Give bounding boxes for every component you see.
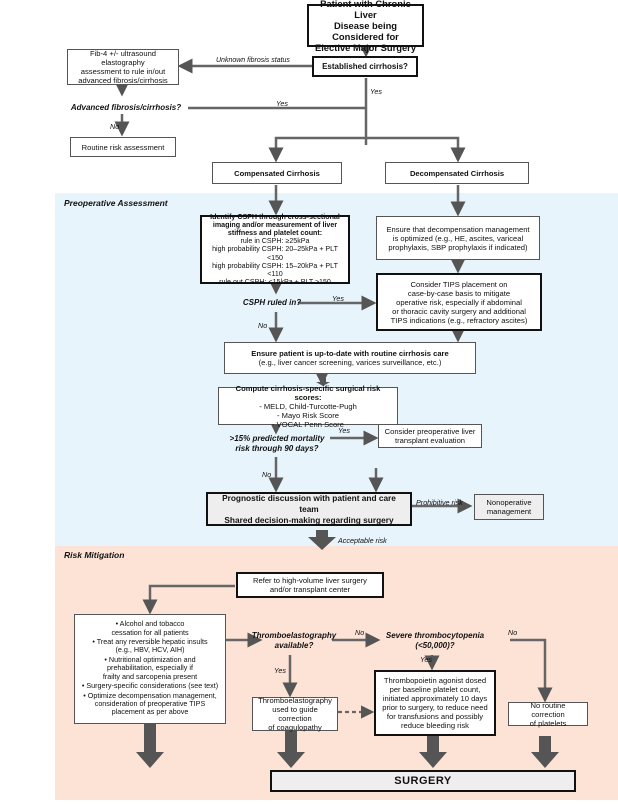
established-yes-label: Yes <box>370 87 382 96</box>
routine-risk-box: Routine risk assessment <box>70 137 176 157</box>
surgery-box: SURGERY <box>270 770 576 792</box>
risk-scores-box: Compute cirrhosis-specific surgical risk… <box>218 384 398 429</box>
decomp-management-box: Ensure that decompensation management is… <box>376 216 540 260</box>
start-box: Patient with Chronic Liver Disease being… <box>307 0 424 53</box>
unknown-status-label: Unknown fibrosis status <box>216 57 290 64</box>
advanced-yes-label: Yes <box>276 99 288 108</box>
transplant-eval-box: Consider preoperative liver transplant e… <box>378 424 482 448</box>
advanced-fibrosis-question: Advanced fibrosis/cirrhosis? <box>70 103 182 112</box>
decompensated-box: Decompensated Cirrhosis <box>385 162 529 184</box>
thrombo-yes-label: Yes <box>420 655 432 664</box>
acceptable-risk-label: Acceptable risk <box>338 536 387 545</box>
risk-section-title: Risk Mitigation <box>64 550 125 560</box>
csph-box: Identify CSPH through cross-sectional im… <box>200 213 350 286</box>
teg-question: Thromboelastography available? <box>251 631 337 650</box>
thrombo-no-label: No <box>508 628 518 637</box>
refer-box: Refer to high-volume liver surgery and/o… <box>236 572 384 598</box>
prognostic-box: Prognostic discussion with patient and c… <box>206 492 412 526</box>
csph-question: CSPH ruled in? <box>242 298 302 307</box>
compensated-box: Compensated Cirrhosis <box>212 162 342 184</box>
mortality-no-label: No <box>262 470 272 479</box>
prohibitive-risk-label: Prohibitive risk <box>416 498 463 507</box>
teg-box: Thromboelastography used to guide correc… <box>252 696 338 732</box>
mortality-yes-label: Yes <box>338 426 350 435</box>
thrombocytopenia-question: Severe thrombocytopenia (<50,000)? <box>385 631 485 650</box>
fib4-box: Fib-4 +/- ultrasound elastography assess… <box>67 49 179 85</box>
tpo-agonist-box: Thrombopoietin agonist dosed per baselin… <box>374 670 496 736</box>
tips-box: Consider TIPS placement on case-by-case … <box>376 273 542 331</box>
teg-yes-label: Yes <box>274 666 286 675</box>
nonoperative-box: Nonoperative management <box>474 494 544 520</box>
bullet-surgery-specific: • Surgery-specific considerations (see t… <box>81 681 219 691</box>
uptodate-box: Ensure patient is up-to-date with routin… <box>224 342 476 374</box>
advanced-no-label: No <box>110 122 120 131</box>
bullet-hepatic-insults: • Treat any reversible hepatic insults(e… <box>92 637 208 655</box>
csph-yes-label: Yes <box>332 294 344 303</box>
preop-section-title: Preoperative Assessment <box>64 198 168 208</box>
established-cirrhosis-box: Established cirrhosis? <box>312 56 418 77</box>
no-correction-box: No routine correction of platelets <box>508 701 588 728</box>
teg-no-label: No <box>355 628 365 637</box>
csph-no-label: No <box>258 321 268 330</box>
mortality-question: >15% predicted mortality risk through 90… <box>229 434 325 453</box>
bullet-decompensation: • Optimize decompensation management,con… <box>83 690 217 717</box>
